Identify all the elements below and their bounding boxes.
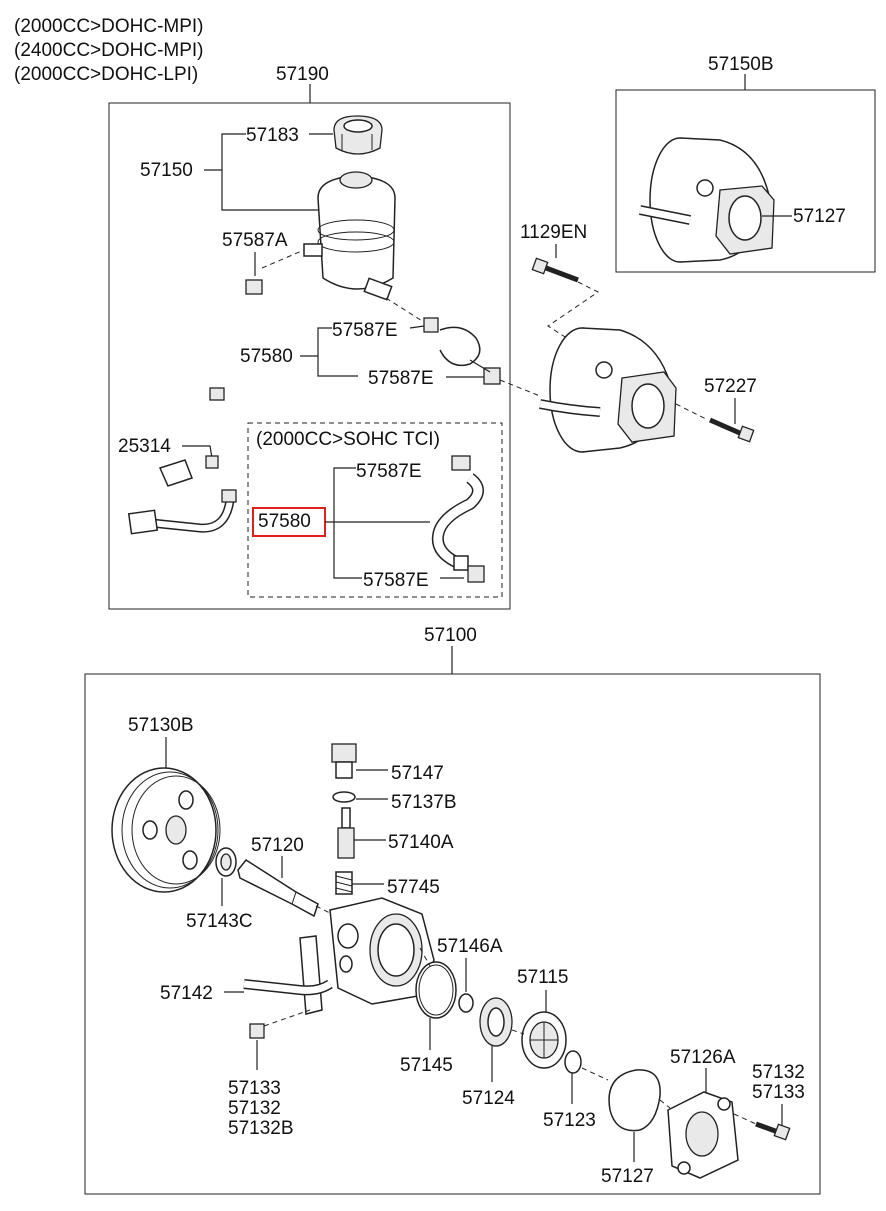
pump-assembly-box	[615, 89, 876, 273]
part-label-57150B[interactable]: 57150B	[708, 54, 774, 75]
o-ring-57137B	[332, 791, 356, 803]
part-label-57127-bottom[interactable]: 57127	[601, 1166, 654, 1187]
part-label-57745[interactable]: 57745	[387, 877, 440, 898]
pulley-57130B	[111, 767, 221, 893]
part-label-57100[interactable]: 57100	[424, 625, 477, 646]
sohc-tci-subbox	[247, 422, 503, 598]
bracket-and-pipe-57142	[243, 935, 333, 1015]
part-label-57130B[interactable]: 57130B	[128, 715, 194, 736]
part-label-57190[interactable]: 57190	[276, 64, 329, 85]
part-label-57132-right[interactable]: 57132	[752, 1062, 805, 1083]
pressure-hose-sub	[431, 455, 485, 583]
part-label-25314[interactable]: 25314	[118, 436, 171, 457]
bracket-25314	[158, 455, 219, 487]
engine-note-2: (2400CC>DOHC-MPI)	[14, 40, 204, 61]
shaft-57120	[237, 859, 319, 918]
part-label-57580-upper[interactable]: 57580	[240, 346, 293, 367]
part-label-57143C[interactable]: 57143C	[186, 911, 253, 932]
part-label-57587E-upper-1[interactable]: 57587E	[332, 320, 398, 341]
cam-ring-57124	[479, 997, 513, 1047]
part-label-57115[interactable]: 57115	[517, 967, 568, 988]
part-label-57183[interactable]: 57183	[246, 125, 299, 146]
part-label-57145[interactable]: 57145	[400, 1055, 453, 1076]
part-label-57137B[interactable]: 57137B	[391, 792, 457, 813]
return-hose-left	[127, 290, 241, 535]
bolt-57133-right	[755, 1121, 791, 1141]
connector-57147	[331, 743, 357, 779]
o-ring-57146A	[458, 993, 474, 1013]
part-label-57227[interactable]: 57227	[704, 376, 757, 397]
sohc-tci-title: (2000CC>SOHC TCI)	[256, 429, 440, 450]
spring-57745	[335, 871, 353, 895]
rear-cover-57126A	[667, 1091, 739, 1179]
part-label-57587E-upper-2[interactable]: 57587E	[368, 368, 434, 389]
part-label-57142[interactable]: 57142	[160, 983, 213, 1004]
gasket-57127	[608, 1069, 661, 1132]
part-label-1129EN[interactable]: 1129EN	[520, 222, 587, 243]
part-label-57127-top[interactable]: 57127	[793, 206, 846, 227]
o-ring-57145	[415, 961, 457, 1019]
part-label-57146A[interactable]: 57146A	[437, 936, 503, 957]
pump-internals-box	[84, 673, 821, 1195]
power-steering-pump	[539, 327, 677, 453]
part-label-57147[interactable]: 57147	[391, 763, 444, 784]
part-label-57580-sub[interactable]: 57580	[258, 511, 311, 532]
part-label-57133-right[interactable]: 57133	[752, 1082, 805, 1103]
part-label-57150[interactable]: 57150	[140, 160, 193, 181]
oil-seal-57143C	[215, 847, 237, 877]
part-label-57132B[interactable]: 57132B	[228, 1118, 294, 1139]
flow-valve-57140A	[337, 807, 355, 859]
bolt-57227	[708, 417, 755, 443]
hose-clamp-57587A	[245, 279, 263, 295]
snap-ring-57123	[564, 1050, 582, 1074]
part-label-57120[interactable]: 57120	[251, 835, 304, 856]
engine-note-1: (2000CC>DOHC-MPI)	[14, 16, 204, 37]
part-label-57133-left[interactable]: 57133	[228, 1078, 281, 1099]
part-label-57140A[interactable]: 57140A	[388, 832, 454, 853]
bolt-1129EN	[531, 257, 579, 283]
rotor-57115	[521, 1011, 567, 1069]
part-label-57587E-sub-1[interactable]: 57587E	[356, 461, 422, 482]
part-label-57132-left[interactable]: 57132	[228, 1098, 281, 1119]
part-label-57587A[interactable]: 57587A	[222, 230, 288, 251]
pressure-hose-upper	[423, 317, 501, 385]
pump-body	[329, 897, 435, 1005]
reservoir-tank	[303, 171, 396, 301]
part-label-57123[interactable]: 57123	[543, 1110, 596, 1131]
part-label-57124[interactable]: 57124	[462, 1088, 515, 1109]
reservoir-cap	[333, 115, 383, 155]
bolt-57133-left	[249, 1023, 265, 1039]
pump-assembly-inset	[639, 137, 775, 263]
engine-note-3: (2000CC>DOHC-LPI)	[14, 64, 198, 85]
part-label-57587E-sub-2[interactable]: 57587E	[363, 570, 429, 591]
part-label-57126A[interactable]: 57126A	[670, 1047, 736, 1068]
